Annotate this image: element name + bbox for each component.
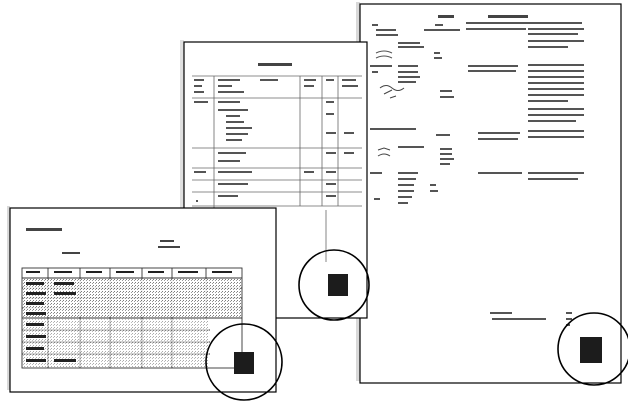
page-back-right-marker <box>580 337 602 363</box>
page-front-left-marker <box>234 352 254 374</box>
page-front-left-title <box>26 228 180 254</box>
page-back-right <box>356 2 628 386</box>
page-front-left <box>7 206 283 401</box>
page-back-right-header-rows <box>372 22 584 59</box>
page-middle-table-text <box>194 79 358 202</box>
page-back-right-section-4 <box>370 172 584 204</box>
page-middle-table <box>192 75 362 212</box>
page-middle-marker-circle <box>298 249 370 321</box>
page-front-left-table-text <box>26 271 232 362</box>
page-front-left-table-fill <box>23 279 241 367</box>
page-back-right-marker-circle <box>557 312 628 386</box>
page-back-right-title <box>438 15 528 18</box>
page-back-right-section-2 <box>370 64 584 122</box>
page-front-left-marker-circle <box>205 323 283 401</box>
page-back-right-section-3 <box>370 128 584 165</box>
page-middle-title <box>258 63 292 66</box>
page-middle-marker <box>328 274 348 296</box>
